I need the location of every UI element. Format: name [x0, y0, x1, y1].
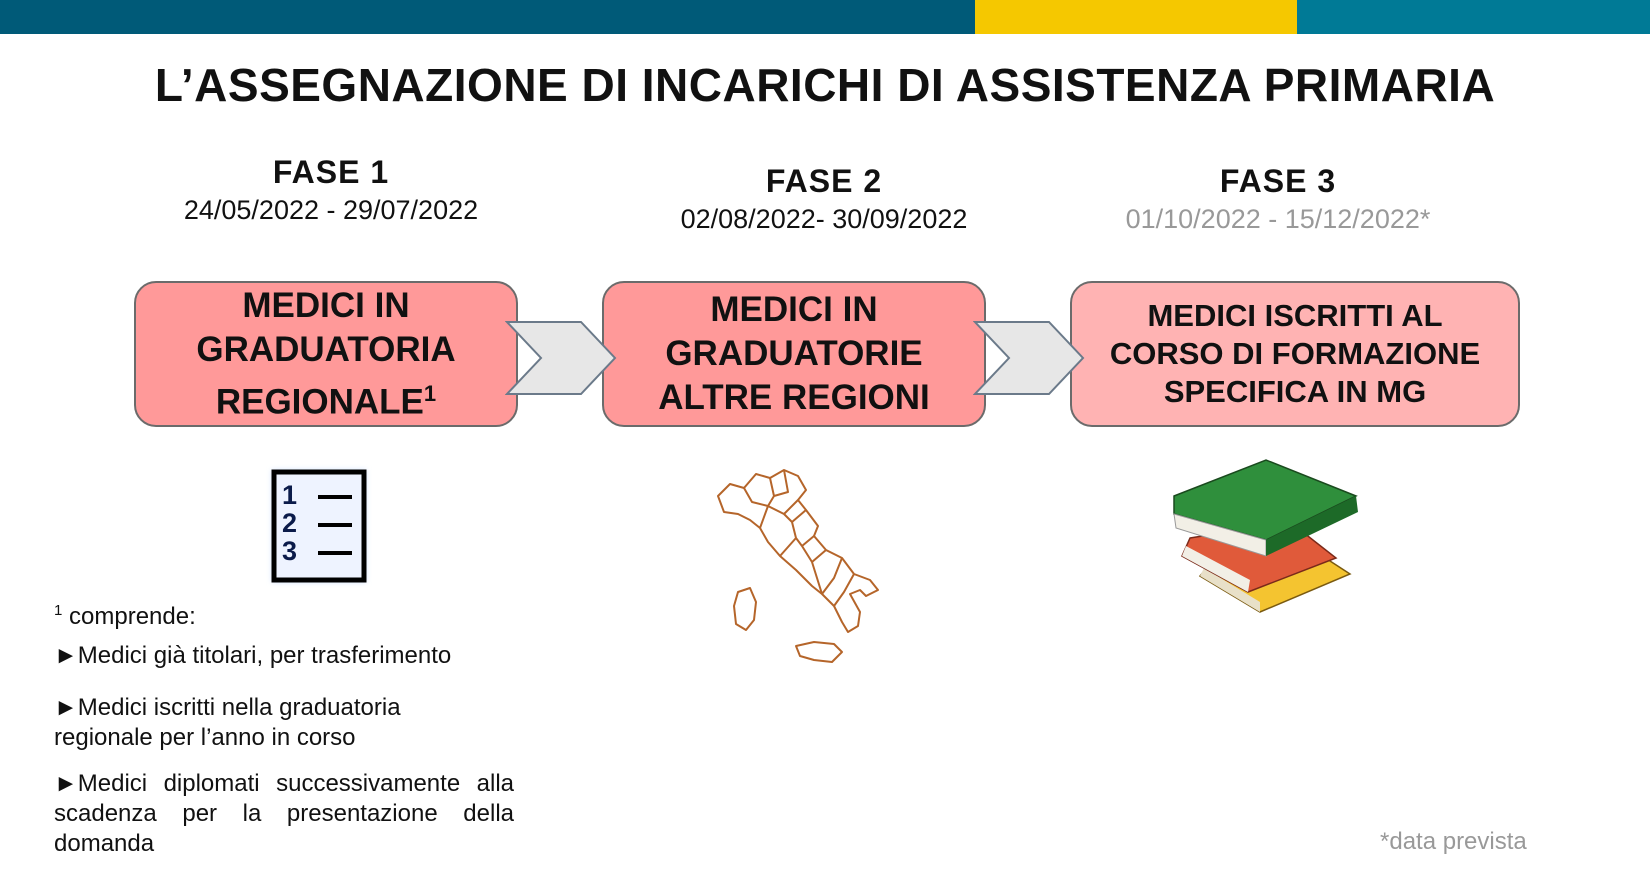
list-number: 1 [282, 480, 298, 510]
phase-3-dates: 01/10/2022 - 15/12/2022* [1125, 204, 1431, 234]
phase-2-box: MEDICI IN GRADUATORIE ALTRE REGIONI [602, 281, 986, 427]
footnote-item: ►Medici iscritti nella graduatoria regio… [54, 694, 401, 751]
phase-3-label: FASE 3 [1219, 163, 1337, 199]
phase-2-label: FASE 2 [765, 163, 883, 199]
footnote-ref-marker: 1 [423, 380, 437, 406]
phase-2-header: FASE 2 02/08/2022- 30/09/2022 [614, 163, 1034, 235]
chevron-arrow-icon [973, 321, 1085, 395]
page-title: L’ASSEGNAZIONE DI INCARICHI DI ASSISTENZ… [154, 59, 1496, 111]
phase-3-box: MEDICI ISCRITTI AL CORSO DI FORMAZIONE S… [1070, 281, 1520, 427]
books-icon [1173, 459, 1358, 613]
top-bar-yellow [975, 0, 1297, 34]
footnote-marker: 1 [54, 602, 63, 619]
chevron-arrow-icon [505, 321, 617, 395]
phase-1-header: FASE 1 24/05/2022 - 29/07/2022 [121, 154, 541, 226]
estimated-date-note: *data prevista [1380, 828, 1527, 855]
footnote-item: ►Medici diplomati successivamente alla s… [54, 770, 514, 857]
footnote-item: ►Medici già titolari, per trasferimento [54, 642, 452, 669]
phase-1-box-text: MEDICI IN GRADUATORIA REGIONALE [196, 285, 456, 422]
list-number: 3 [282, 536, 298, 566]
top-bar-dark [0, 0, 975, 34]
list-number: 2 [282, 508, 298, 538]
numbered-list-icon: 1 2 3 [266, 464, 372, 588]
top-color-bar [0, 0, 1650, 34]
footnote-intro: 1 comprende: [54, 596, 196, 632]
phase-2-dates: 02/08/2022- 30/09/2022 [680, 204, 968, 234]
top-bar-teal [1297, 0, 1650, 34]
phase-2-box-text: MEDICI IN GRADUATORIE ALTRE REGIONI [658, 290, 930, 417]
phase-3-box-text: MEDICI ISCRITTI AL CORSO DI FORMAZIONE S… [1109, 298, 1481, 409]
phase-1-box: MEDICI IN GRADUATORIA REGIONALE1 [134, 281, 518, 427]
phase-1-dates: 24/05/2022 - 29/07/2022 [183, 195, 479, 225]
footnote-intro-text: comprende: [62, 603, 196, 630]
phase-1-label: FASE 1 [272, 154, 390, 190]
italy-map-icon [717, 469, 879, 663]
phase-3-header: FASE 3 01/10/2022 - 15/12/2022* [1068, 163, 1488, 235]
